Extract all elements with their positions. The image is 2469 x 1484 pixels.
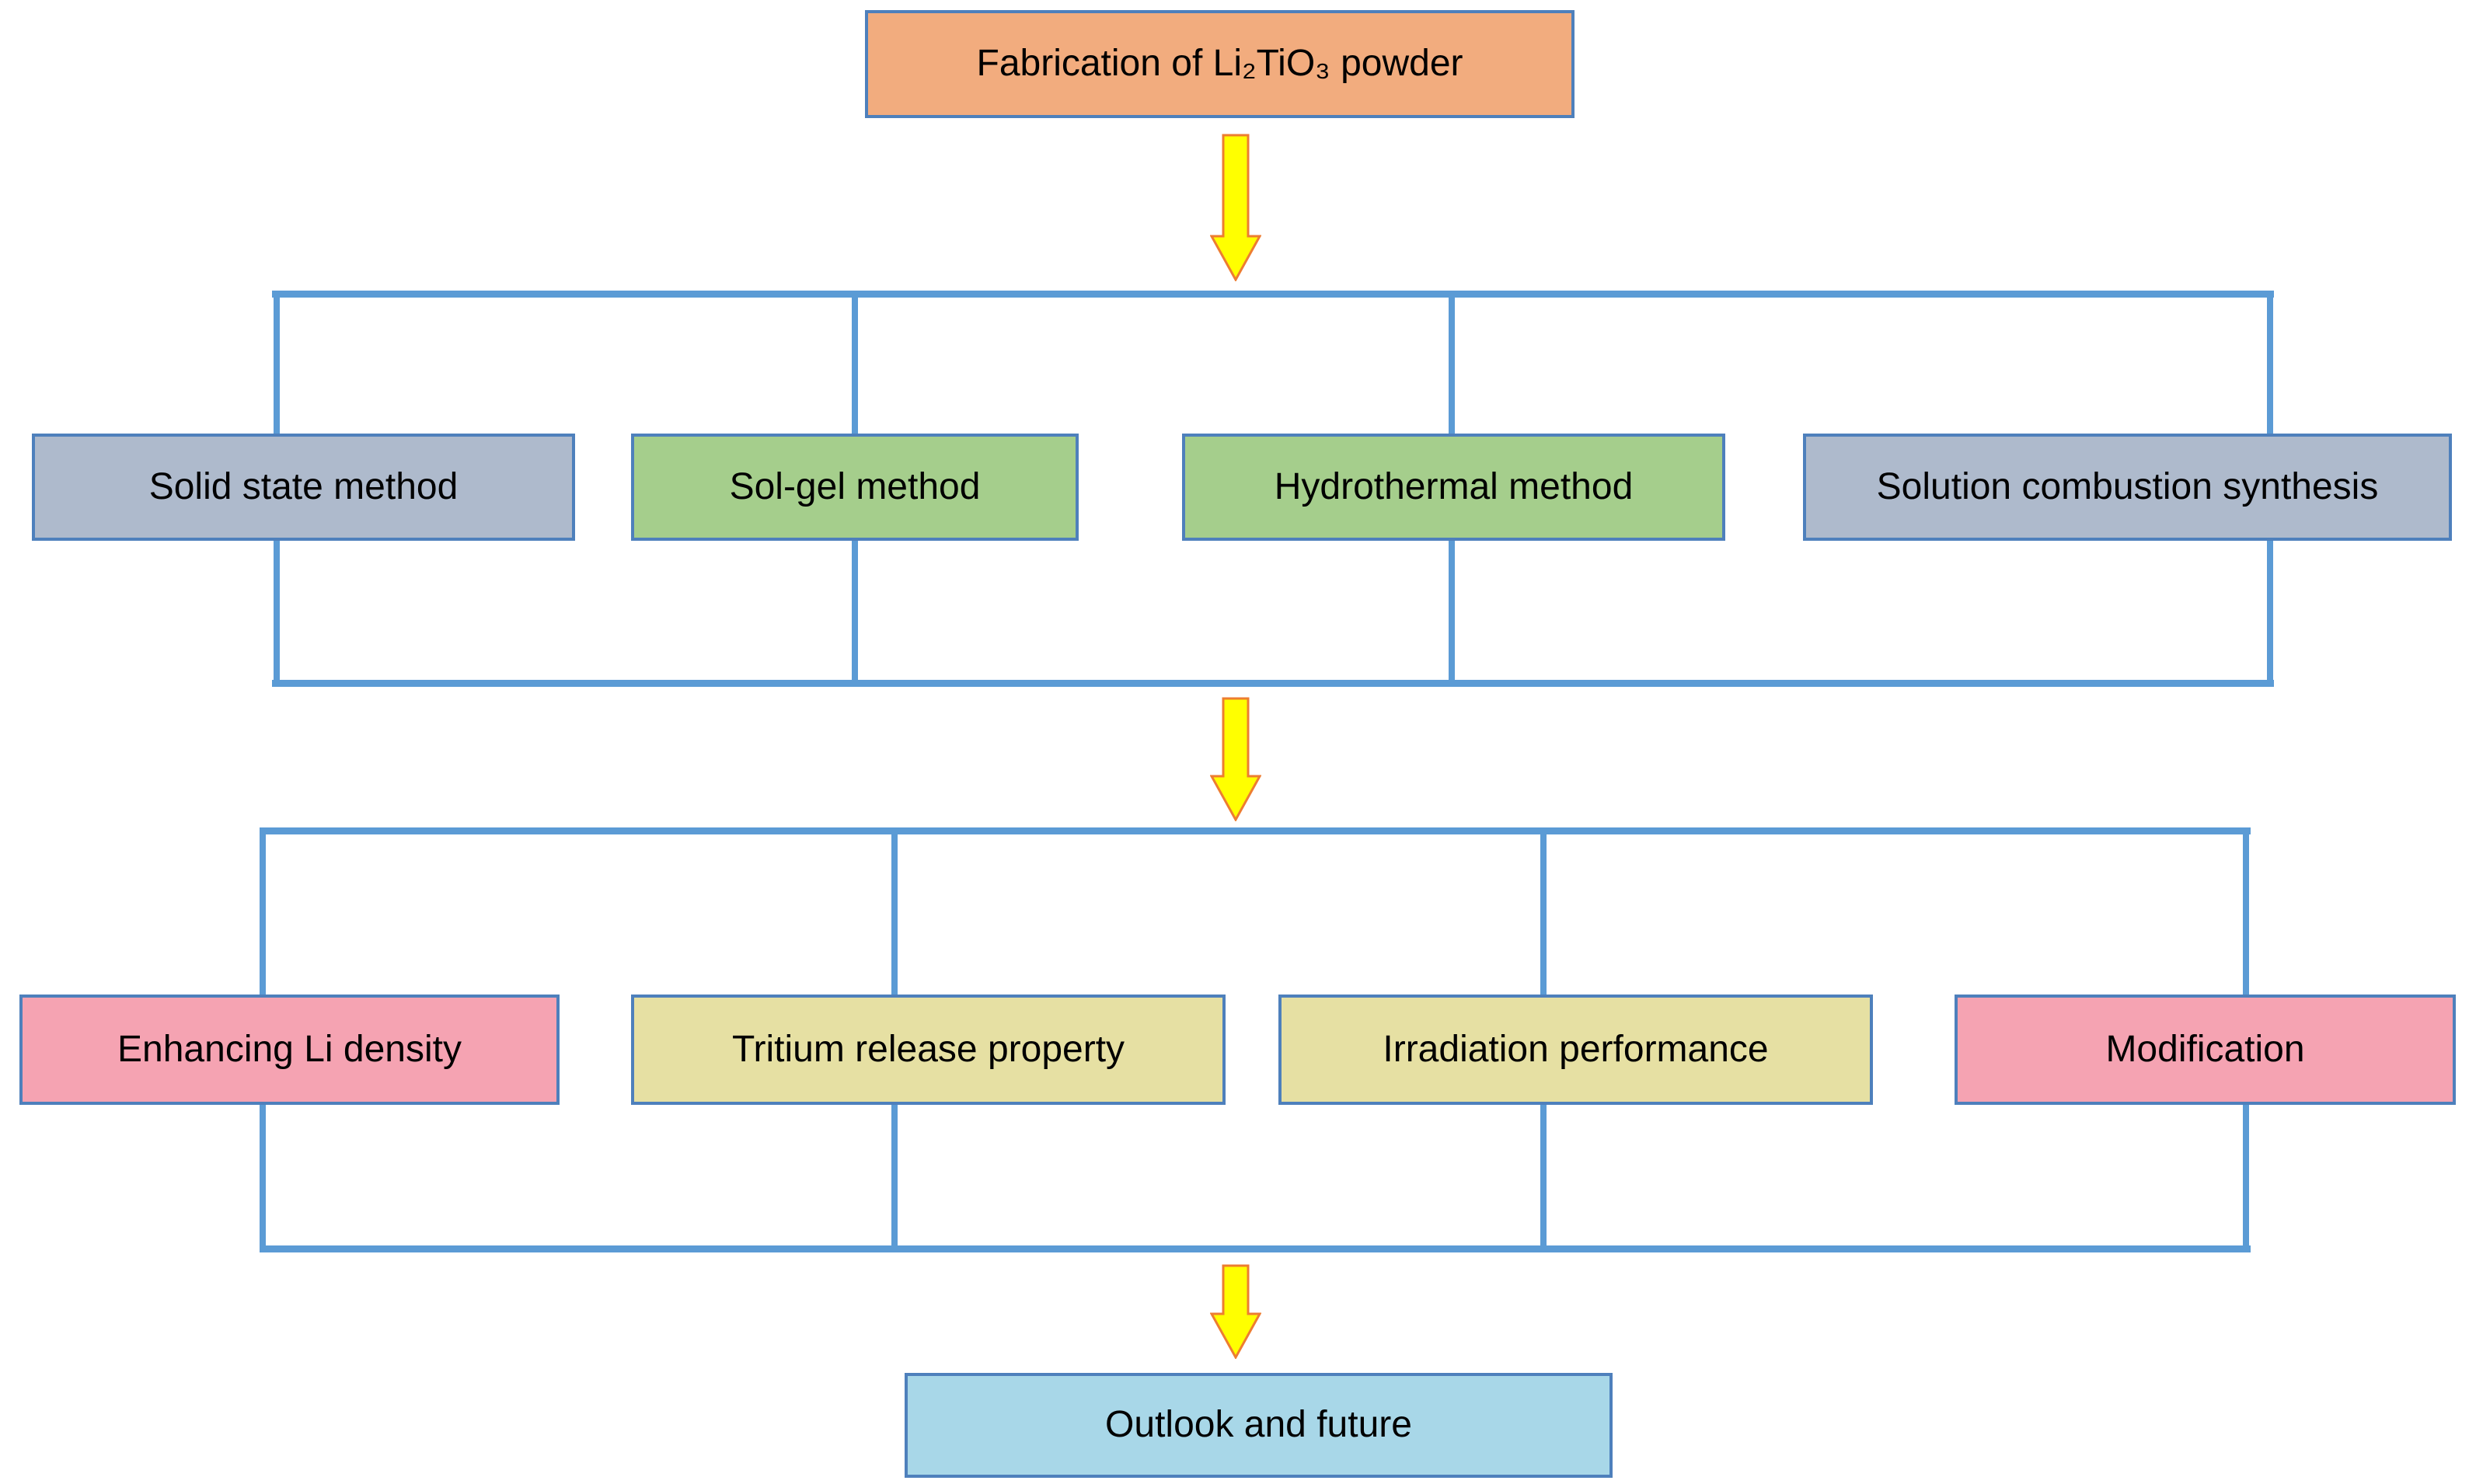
node-sol-gel-method: Sol-gel method [631,434,1079,541]
node-fabrication-label: Fabrication of Li₂TiO₃ powder [976,43,1463,85]
node-tritium-release-property-label: Tritium release property [731,1028,1125,1070]
down-arrow-top [1210,134,1261,281]
node-irradiation-performance: Irradiation performance [1278,995,1873,1105]
bracket2-top-bar [260,827,2251,834]
node-modification: Modification [1955,995,2456,1105]
node-solid-state-method: Solid state method [32,434,575,541]
node-enhancing-li-density-label: Enhancing Li density [117,1028,462,1070]
node-modification-label: Modification [2105,1028,2305,1070]
node-solution-combustion-synthesis: Solution combustion synthesis [1803,434,2452,541]
node-solid-state-method-label: Solid state method [148,465,459,507]
node-hydrothermal-method: Hydrothermal method [1182,434,1725,541]
bracket2-bottom-bar [260,1245,2251,1252]
node-irradiation-performance-label: Irradiation performance [1383,1028,1769,1070]
node-tritium-release-property: Tritium release property [631,995,1226,1105]
down-arrow-bottom [1210,1264,1261,1359]
node-hydrothermal-method-label: Hydrothermal method [1274,465,1634,507]
down-arrow-middle [1210,697,1261,821]
node-enhancing-li-density: Enhancing Li density [19,995,560,1105]
node-sol-gel-method-label: Sol-gel method [729,465,981,507]
bracket1-top-bar [272,291,2274,298]
node-outlook-and-future-label: Outlook and future [1105,1404,1412,1446]
node-fabrication: Fabrication of Li₂TiO₃ powder [865,10,1575,118]
node-solution-combustion-synthesis-label: Solution combustion synthesis [1876,465,2379,507]
node-outlook-and-future: Outlook and future [905,1373,1613,1478]
bracket1-bottom-bar [272,680,2274,687]
